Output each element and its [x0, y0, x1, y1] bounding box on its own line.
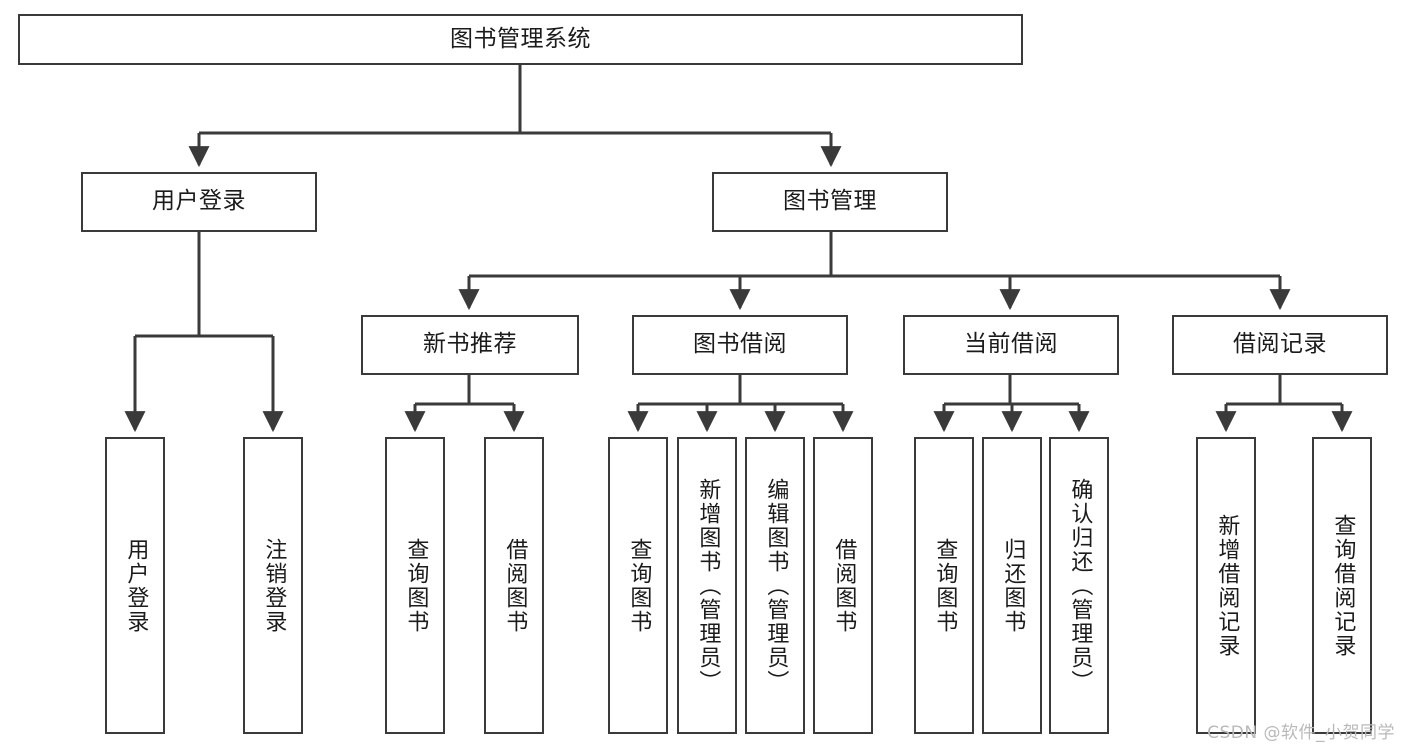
node-current-borrow[interactable]: 当前借阅 [903, 315, 1119, 375]
node-leaf-borrow-book[interactable]: 借阅图书 [813, 437, 873, 734]
node-leaf-query-book-recommend[interactable]: 查询图书 [385, 437, 445, 734]
node-leaf-query-borrow-record-label: 查询借阅记录 [1330, 513, 1356, 658]
node-leaf-return-book-label: 归还图书 [1000, 537, 1026, 634]
node-leaf-borrow-book-recommend[interactable]: 借阅图书 [484, 437, 544, 734]
node-user-login-label: 用户登录 [152, 188, 246, 215]
node-book-management[interactable]: 图书管理 [712, 172, 948, 232]
node-leaf-logout-label: 注销登录 [261, 537, 287, 634]
node-leaf-add-borrow-record[interactable]: 新增借阅记录 [1196, 437, 1256, 734]
node-root-label: 图书管理系统 [450, 25, 591, 52]
watermark-text: CSDN @软件_小贺同学 [1207, 723, 1395, 743]
node-leaf-add-book-admin[interactable]: 新增图书（管理员） [677, 437, 737, 734]
node-leaf-query-book-current[interactable]: 查询图书 [914, 437, 974, 734]
node-leaf-user-login[interactable]: 用户登录 [105, 437, 165, 734]
node-borrow-record-label: 借阅记录 [1233, 331, 1327, 358]
node-book-management-label: 图书管理 [783, 188, 877, 215]
node-leaf-query-book-current-label: 查询图书 [932, 537, 958, 634]
node-borrow-record[interactable]: 借阅记录 [1172, 315, 1388, 375]
node-book-borrow-label: 图书借阅 [693, 331, 787, 358]
node-leaf-return-book[interactable]: 归还图书 [982, 437, 1042, 734]
node-leaf-user-login-label: 用户登录 [123, 537, 149, 634]
node-leaf-edit-book-admin-label: 编辑图书（管理员） [763, 477, 789, 694]
node-leaf-query-book-recommend-label: 查询图书 [403, 537, 429, 634]
node-leaf-add-borrow-record-label: 新增借阅记录 [1214, 513, 1240, 658]
node-book-borrow[interactable]: 图书借阅 [632, 315, 848, 375]
node-leaf-add-book-admin-label: 新增图书（管理员） [695, 477, 721, 694]
node-leaf-confirm-return-admin-label: 确认归还（管理员） [1067, 477, 1093, 694]
node-user-login[interactable]: 用户登录 [81, 172, 317, 232]
node-new-book-recommend-label: 新书推荐 [423, 331, 517, 358]
node-new-book-recommend[interactable]: 新书推荐 [361, 315, 579, 375]
node-current-borrow-label: 当前借阅 [964, 331, 1058, 358]
node-root[interactable]: 图书管理系统 [18, 14, 1023, 65]
node-leaf-borrow-book-recommend-label: 借阅图书 [502, 537, 528, 634]
node-leaf-confirm-return-admin[interactable]: 确认归还（管理员） [1049, 437, 1109, 734]
node-leaf-borrow-book-label: 借阅图书 [831, 537, 857, 634]
node-leaf-logout[interactable]: 注销登录 [243, 437, 303, 734]
node-leaf-edit-book-admin[interactable]: 编辑图书（管理员） [745, 437, 805, 734]
node-leaf-query-borrow-record[interactable]: 查询借阅记录 [1312, 437, 1372, 734]
node-leaf-query-book-borrow[interactable]: 查询图书 [608, 437, 668, 734]
node-leaf-query-book-borrow-label: 查询图书 [626, 537, 652, 634]
